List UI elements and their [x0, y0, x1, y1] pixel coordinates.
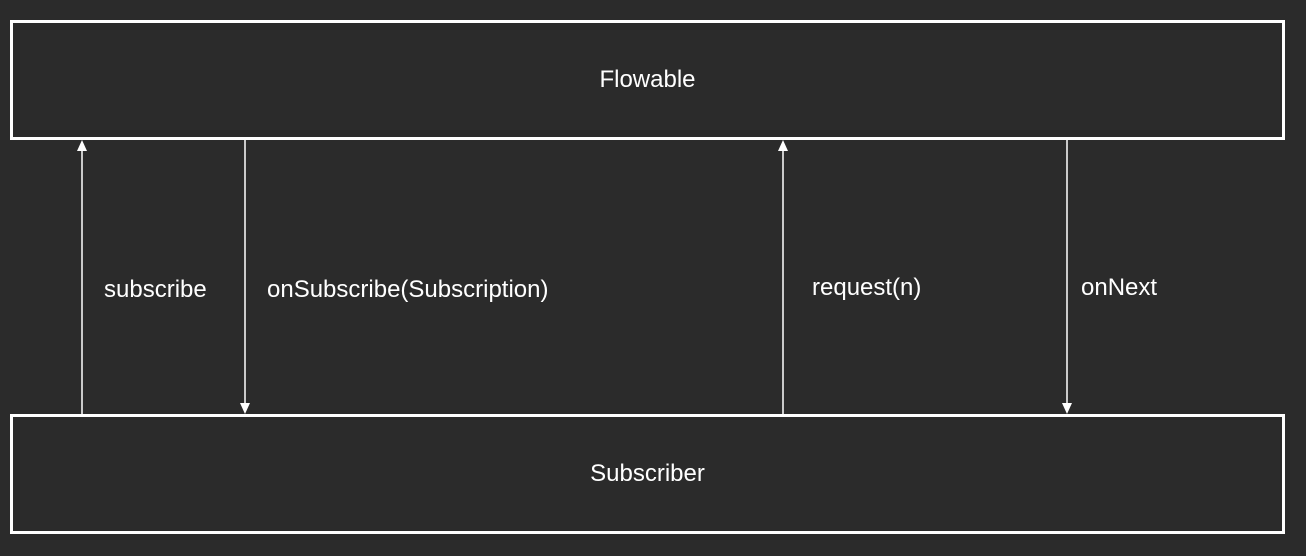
onsubscribe-arrow — [240, 140, 250, 414]
subscribe-arrow-label: subscribe — [104, 276, 207, 303]
flowable-label: Flowable — [599, 66, 696, 93]
request-arrow — [778, 140, 788, 414]
subscriber-label: Subscriber — [590, 460, 705, 487]
flowable-box: Flowable — [10, 20, 1285, 140]
subscribe-arrow — [77, 140, 87, 414]
onnext-arrow-label: onNext — [1081, 274, 1158, 301]
onsubscribe-arrow-label: onSubscribe(Subscription) — [267, 276, 549, 303]
subscriber-box: Subscriber — [10, 414, 1285, 534]
request-arrow-label: request(n) — [812, 274, 922, 301]
onnext-arrow — [1062, 140, 1072, 414]
